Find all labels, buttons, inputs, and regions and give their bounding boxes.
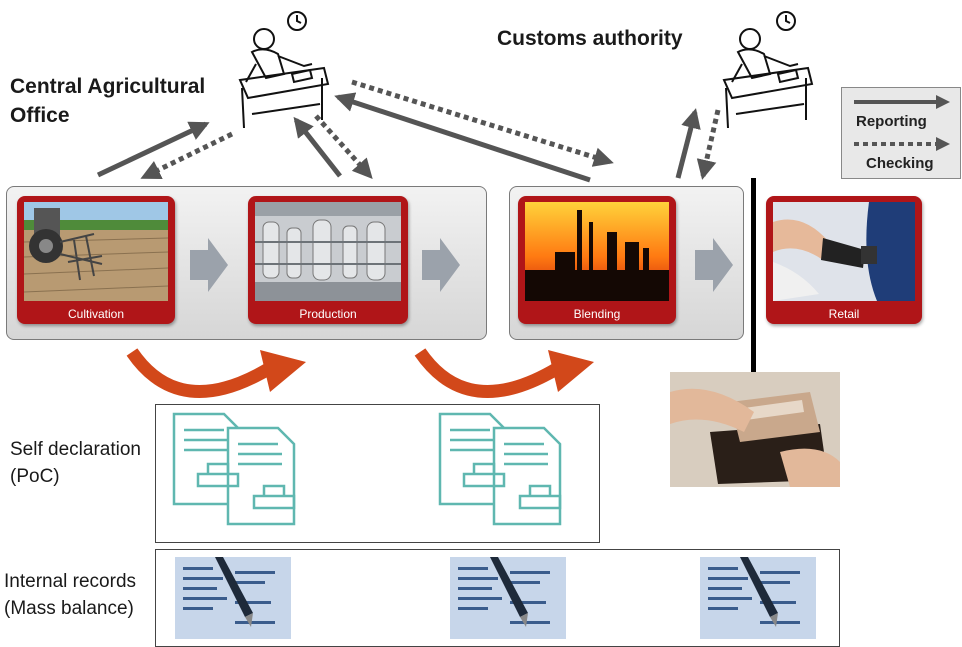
- curved-flow-arrow-left: [126, 348, 306, 399]
- retail-divider: [751, 178, 756, 373]
- reporting-arrow-blending: [334, 92, 591, 183]
- legend: Reporting Checking: [841, 87, 961, 179]
- curved-flow-arrow-right: [414, 348, 594, 399]
- central-office-heading: Central Agricultural Office: [10, 75, 206, 127]
- legend-reporting-label: Reporting: [856, 113, 927, 130]
- chevron-right-icon: [422, 238, 460, 292]
- chevron-right-icon: [695, 238, 733, 292]
- production-label: Production: [299, 307, 357, 321]
- payment-wallet-image: [670, 372, 840, 487]
- poc-document-stack-icon: [438, 412, 562, 526]
- retail-label: Retail: [828, 307, 860, 321]
- reporting-arrow-cultivation: [96, 121, 210, 178]
- fuel-pump-image: [773, 202, 915, 301]
- reporting-arrow-customs: [675, 108, 701, 179]
- refinery-sunset-image: [525, 202, 669, 301]
- legend-dotted-arrow-icon: [854, 137, 950, 151]
- checking-arrow-cultivation: [140, 131, 234, 180]
- legend-solid-arrow-icon: [854, 95, 950, 109]
- field-tractor-image: [24, 202, 168, 301]
- customs-official-icon: [722, 11, 814, 129]
- checking-arrow-production: [314, 114, 373, 179]
- blending-card: Blending: [518, 196, 676, 324]
- reporting-arrow-production: [293, 116, 342, 178]
- cultivation-card: Cultivation: [17, 196, 175, 324]
- blending-label: Blending: [573, 307, 621, 321]
- self-declaration-label: Self declaration (PoC): [10, 439, 141, 487]
- official-at-desk-icon: [238, 11, 330, 129]
- ledger-pen-image: [450, 557, 566, 639]
- checking-arrow-blending: [351, 79, 614, 167]
- ledger-pen-image: [700, 557, 816, 639]
- customs-heading: Customs authority: [497, 27, 683, 50]
- production-card: Production: [248, 196, 408, 324]
- poc-document-stack-icon: [172, 412, 296, 526]
- production-plant-image: [255, 202, 401, 301]
- ledger-pen-image: [175, 557, 291, 639]
- retail-card: Retail: [766, 196, 922, 324]
- chevron-right-icon: [190, 238, 228, 292]
- checking-arrow-customs: [696, 109, 721, 180]
- cultivation-label: Cultivation: [67, 307, 125, 321]
- legend-checking-label: Checking: [866, 155, 934, 172]
- internal-records-label: Internal records (Mass balance): [4, 571, 137, 619]
